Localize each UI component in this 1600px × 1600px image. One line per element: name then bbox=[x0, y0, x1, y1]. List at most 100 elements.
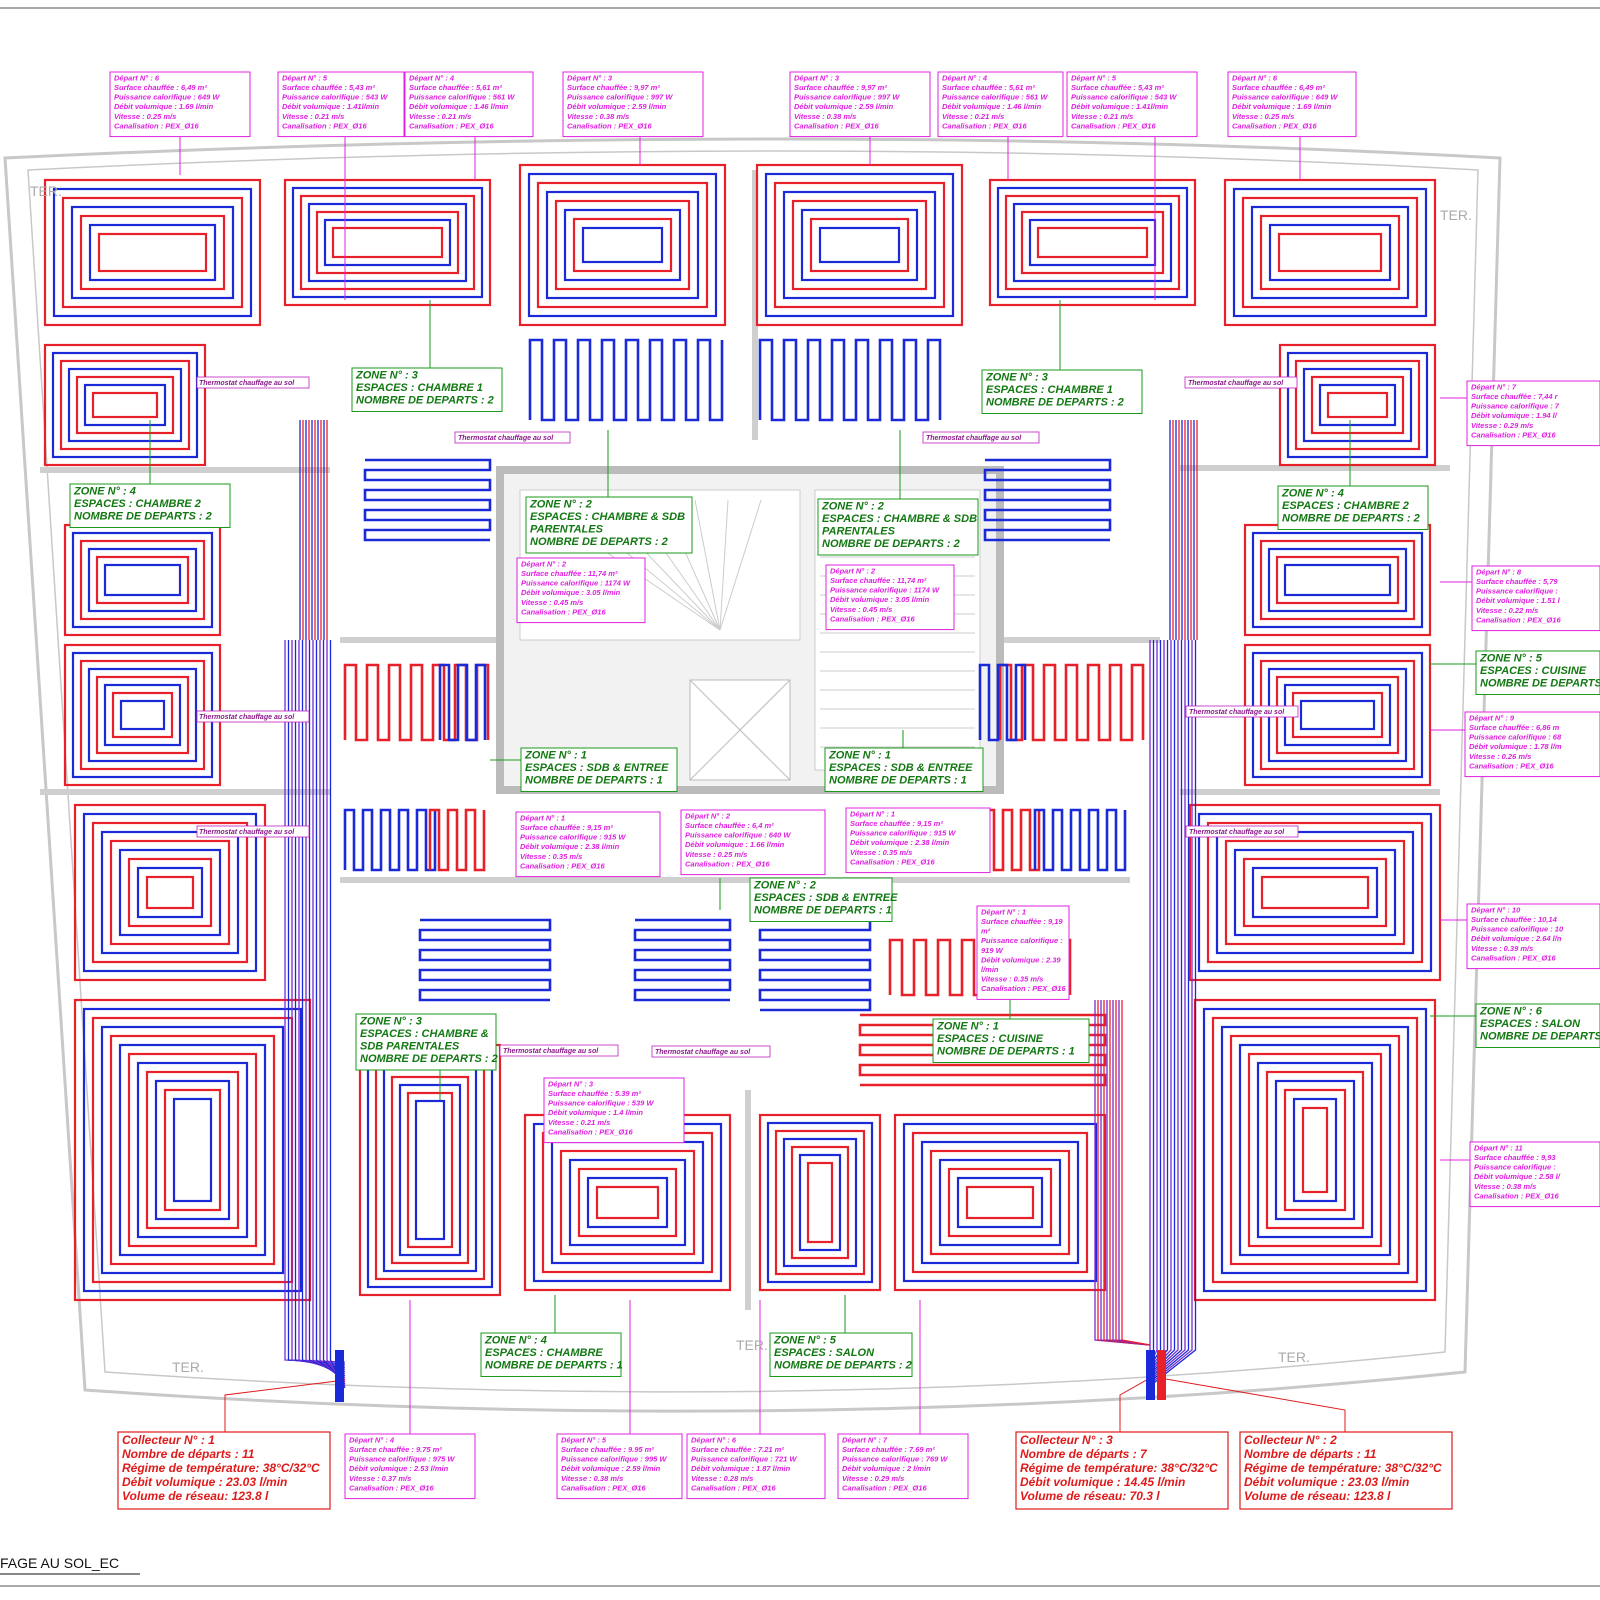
zone-label-line: ZONE N° : 5 bbox=[773, 1334, 837, 1346]
departure-label-line: Canalisation : PEX_Ø16 bbox=[349, 1483, 434, 1492]
collector-label-line: Régime de température: 38°C/32°C bbox=[1244, 1461, 1442, 1475]
departure-label-line: Canalisation : PEX_Ø16 bbox=[114, 121, 199, 130]
zone-label-line: ZONE N° : 4 bbox=[1281, 487, 1344, 499]
zone-label-line: NOMBRE DE DEPARTS : 1 bbox=[525, 774, 663, 786]
zone-label-line: ESPACES : SALON bbox=[1480, 1018, 1581, 1030]
departure-label-line: Vitesse : 0.29 m/s bbox=[842, 1474, 904, 1483]
thermostat-tag: Thermostat chauffage au sol bbox=[1184, 376, 1298, 389]
svg-text:Thermostat chauffage au sol: Thermostat chauffage au sol bbox=[199, 829, 295, 836]
departure-label-line: Puissance calorifique : 995 W bbox=[561, 1455, 667, 1464]
heating-loop bbox=[983, 458, 1112, 542]
departure-label-line: Puissance calorifique : 561 W bbox=[942, 93, 1048, 102]
departure-label-line: Puissance calorifique : 561 W bbox=[409, 93, 515, 102]
zone-label-line: ZONE N° : 3 bbox=[359, 1015, 422, 1027]
departure-label-line: Puissance calorifique : 10 bbox=[1471, 925, 1564, 934]
departure-label-line: Surface chauffée : 7.69 m² bbox=[842, 1445, 935, 1454]
departure-label-line: Surface chauffée : 5,61 m² bbox=[942, 83, 1035, 92]
departure-label-line: Vitesse : 0.38 m/s bbox=[794, 112, 856, 121]
svg-text:Thermostat chauffage au sol: Thermostat chauffage au sol bbox=[1189, 829, 1285, 836]
departure-label-line: Débit volumique : 2.38 l/min bbox=[850, 838, 950, 847]
heating-loop bbox=[755, 163, 964, 327]
zone-label-line: ESPACES : SDB & ENTREE bbox=[829, 762, 973, 774]
zone-label-line: NOMBRE DE DEPARTS bbox=[1480, 677, 1600, 689]
heating-loop bbox=[43, 178, 262, 327]
departure-label-line: Départ N° : 7 bbox=[842, 1435, 888, 1444]
departure-label-line: Canalisation : PEX_Ø16 bbox=[1476, 615, 1561, 624]
departure-label-line: Surface chauffée : 6,49 m² bbox=[1232, 83, 1325, 92]
departure-label-line: Canalisation : PEX_Ø16 bbox=[1471, 430, 1556, 439]
departure-label-line: Canalisation : PEX_Ø16 bbox=[1232, 121, 1317, 130]
thermostat-tag: Thermostat chauffage au sol bbox=[1185, 825, 1299, 838]
departure-label-line: Puissance calorifique : 7 bbox=[1471, 402, 1560, 411]
zone-label-line: ZONE N° : 6 bbox=[1479, 1005, 1543, 1017]
leader-lines bbox=[149, 137, 1476, 1434]
departure-label-line: Puissance calorifique : bbox=[1476, 587, 1558, 596]
departure-label-line: Surface chauffée : 7.21 m² bbox=[691, 1445, 784, 1454]
departure-label-line: Départ N° : 8 bbox=[1476, 567, 1522, 576]
zone-label-line: NOMBRE DE DEPARTS : 2 bbox=[986, 396, 1124, 408]
thermostat-tag: Thermostat chauffage au sol bbox=[499, 1044, 619, 1057]
departure-label-line: Canalisation : PEX_Ø16 bbox=[685, 859, 770, 868]
terrace-label: TER. bbox=[1440, 207, 1472, 223]
zone-label-line: ESPACES : CHAMBRE 1 bbox=[356, 382, 483, 394]
collector-label-line: Volume de réseau: 123.8 l bbox=[1244, 1489, 1391, 1503]
svg-text:Thermostat chauffage au sol: Thermostat chauffage au sol bbox=[926, 435, 1022, 442]
departure-label-line: Surface chauffée : 6,86 m bbox=[1469, 723, 1560, 732]
departure-label-line: Vitesse : 0.21 m/s bbox=[548, 1118, 610, 1127]
zone-label-line: NOMBRE DE DEPARTS : 2 bbox=[360, 1053, 498, 1065]
heating-loop bbox=[1223, 178, 1437, 327]
departure-label-line: Puissance calorifique : 975 W bbox=[349, 1455, 455, 1464]
departure-label-line: Vitesse : 0.45 m/s bbox=[830, 605, 892, 614]
departure-label-line: Départ N° : 2 bbox=[685, 811, 731, 820]
departure-label-line: Canalisation : PEX_Ø16 bbox=[561, 1483, 646, 1492]
departure-label-line: Départ N° : 10 bbox=[1471, 905, 1521, 914]
departure-label-line: Surface chauffée : 6,49 m² bbox=[114, 83, 207, 92]
departure-label-line: Débit volumique : 1.4 l/min bbox=[548, 1108, 643, 1117]
departure-label-line: Départ N° : 6 bbox=[691, 1435, 737, 1444]
zone-label-line: ZONE N° : 1 bbox=[936, 1020, 999, 1032]
departure-label-line: Débit volumique : 3.05 l/min bbox=[830, 595, 930, 604]
zone-label-line: NOMBRE DE DEPARTS : 1 bbox=[485, 1359, 623, 1371]
departure-label-line: Débit volumique : 2.53 l/min bbox=[349, 1464, 449, 1473]
departure-label-line: Canalisation : PEX_Ø16 bbox=[981, 984, 1066, 993]
departure-label-line: Débit volumique : 1.46 l/min bbox=[942, 102, 1042, 111]
zone-label-line: ESPACES : CUISINE bbox=[937, 1033, 1044, 1045]
departure-label-line: Canalisation : PEX_Ø16 bbox=[842, 1483, 927, 1492]
heating-loop bbox=[363, 458, 492, 542]
departure-label-line: Départ N° : 1 bbox=[520, 813, 565, 822]
departure-label-line: Canalisation : PEX_Ø16 bbox=[794, 121, 879, 130]
departure-label-line: Canalisation : PEX_Ø16 bbox=[1471, 953, 1556, 962]
zone-label-line: ESPACES : CHAMBRE & SDB bbox=[530, 511, 685, 523]
heating-loop bbox=[1033, 808, 1127, 872]
thermostat-tag: Thermostat chauffage au sol bbox=[922, 431, 1040, 444]
departure-label-line: Débit volumique : 2.59 l/min bbox=[561, 1464, 661, 1473]
departure-label-line: Départ N° : 4 bbox=[942, 73, 988, 82]
terrace-label: TER. bbox=[30, 183, 62, 199]
departure-label-line: Vitesse : 0.26 m/s bbox=[1469, 752, 1531, 761]
departure-label-line: Puissance calorifique : 539 W bbox=[548, 1099, 654, 1108]
heating-loop bbox=[43, 343, 207, 467]
departure-label-line: Puissance calorifique : 915 W bbox=[850, 829, 956, 838]
departure-label-line: Puissance calorifique : bbox=[1474, 1163, 1556, 1172]
heating-loop bbox=[283, 178, 492, 307]
zone-label-line: NOMBRE DE DEPARTS : 1 bbox=[937, 1045, 1075, 1057]
collector-label-line: Collecteur N° : 1 bbox=[122, 1433, 215, 1447]
departure-label-line: Débit volumique : 1.46 l/min bbox=[409, 102, 509, 111]
departure-label-line: Puissance calorifique : 1174 W bbox=[521, 579, 631, 588]
departure-label-line: Puissance calorifique : 769 W bbox=[842, 1455, 948, 1464]
departure-label-line: Départ N° : 4 bbox=[349, 1435, 395, 1444]
departure-label-line: Débit volumique : 1.87 l/min bbox=[691, 1464, 791, 1473]
departure-label-line: Vitesse : 0.35 m/s bbox=[981, 975, 1043, 984]
